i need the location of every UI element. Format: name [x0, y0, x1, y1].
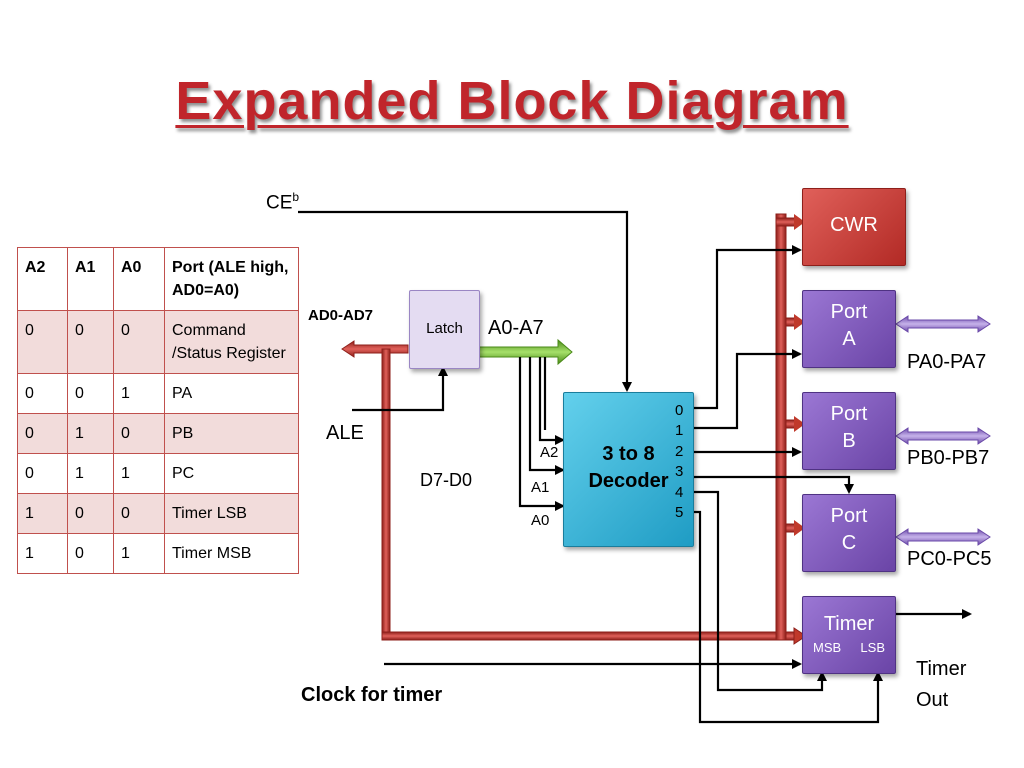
decoder-label-2: Decoder	[588, 470, 669, 492]
d-bus-label: D7-D0	[420, 470, 473, 490]
table-cell: 0	[113, 413, 165, 454]
table-row: 1 0 0 Timer LSB	[17, 493, 299, 534]
decoder-output-4: 4	[675, 484, 684, 501]
table-cell: 0	[17, 310, 68, 374]
table-header-cell: A2	[17, 247, 68, 311]
ce-superscript: b	[292, 190, 300, 204]
table-cell: 1	[67, 453, 114, 494]
timer-byte-labels: MSB LSB	[803, 640, 895, 655]
page-title: Expanded Block Diagram	[175, 71, 849, 131]
cwr-block: CWR	[802, 188, 906, 266]
port-c-letter: C	[841, 532, 857, 554]
table-row: 0 1 1 PC	[17, 453, 299, 494]
table-cell: PC	[164, 453, 299, 494]
timer-label: Timer	[823, 613, 875, 635]
port-a-block: Port A	[802, 290, 896, 368]
table-cell: 1	[113, 453, 165, 494]
decoder-output-2: 2	[675, 443, 684, 460]
pc-pins-label: PC0-PC5	[907, 548, 992, 570]
a1-label: A1	[531, 479, 550, 496]
timer-out-label-1: Timer	[916, 658, 967, 680]
signal-wires	[298, 210, 972, 724]
table-cell: 0	[113, 310, 165, 374]
decoder-block: 3 to 8 Decoder	[563, 392, 694, 547]
port-a-letter: A	[842, 328, 856, 350]
table-row: 1 0 1 Timer MSB	[17, 533, 299, 574]
decoder-output-5: 5	[675, 504, 684, 521]
table-row: 0 0 0 Command /Status Register	[17, 310, 299, 374]
latch-block: Latch	[409, 290, 480, 369]
cwr-label: CWR	[830, 214, 878, 236]
port-c-block: Port C	[802, 494, 896, 572]
timer-out-label-2: Out	[916, 689, 949, 711]
table-header-row: A2 A1 A0 Port (ALE high, AD0=A0)	[17, 247, 299, 311]
table-row: 0 0 1 PA	[17, 373, 299, 414]
table-header-cell: Port (ALE high, AD0=A0)	[164, 247, 299, 311]
decoder-output-3: 3	[675, 463, 684, 480]
table-cell: Timer MSB	[164, 533, 299, 574]
port-a-label: Port	[830, 301, 868, 323]
address-bus	[477, 338, 573, 366]
decoder-label-1: 3 to 8	[602, 443, 655, 465]
port-buses	[895, 315, 991, 546]
decoder-output-0: 0	[675, 402, 684, 419]
timer-lsb-label: LSB	[860, 640, 885, 655]
timer-msb-label: MSB	[813, 640, 842, 655]
decoder-output-1: 1	[675, 422, 684, 439]
port-c-label: Port	[830, 505, 868, 527]
table-cell: 0	[17, 413, 68, 454]
table-cell: 0	[67, 493, 114, 534]
port-b-label: Port	[830, 403, 868, 425]
data-bus	[341, 213, 807, 645]
clock-label: Clock for timer	[301, 684, 443, 706]
table-cell: 1	[67, 413, 114, 454]
latch-label: Latch	[426, 320, 463, 337]
chip-enable-label: CEb	[266, 190, 299, 214]
ale-label: ALE	[326, 422, 364, 444]
address-table: A2 A1 A0 Port (ALE high, AD0=A0) 0 0 0 C…	[17, 247, 299, 574]
table-cell: Timer LSB	[164, 493, 299, 534]
a-bus-label: A0-A7	[488, 317, 544, 339]
pb-pins-label: PB0-PB7	[907, 447, 990, 469]
table-cell: PB	[164, 413, 299, 454]
timer-block: Timer MSB LSB	[802, 596, 896, 674]
ce-text: CE	[266, 192, 293, 214]
a0-label: A0	[531, 512, 550, 529]
port-b-block: Port B	[802, 392, 896, 470]
table-cell: 0	[67, 373, 114, 414]
table-cell: 1	[17, 533, 68, 574]
table-row: 0 1 0 PB	[17, 413, 299, 454]
table-cell: PA	[164, 373, 299, 414]
a2-label: A2	[540, 444, 559, 461]
table-cell: Command /Status Register	[164, 310, 299, 374]
ad-bus-label: AD0-AD7	[308, 307, 374, 324]
table-header-cell: A1	[67, 247, 114, 311]
pa-pins-label: PA0-PA7	[907, 351, 987, 373]
table-cell: 1	[113, 533, 165, 574]
port-b-letter: B	[842, 430, 856, 452]
table-cell: 1	[113, 373, 165, 414]
table-cell: 0	[67, 310, 114, 374]
table-cell: 0	[113, 493, 165, 534]
table-cell: 0	[17, 373, 68, 414]
